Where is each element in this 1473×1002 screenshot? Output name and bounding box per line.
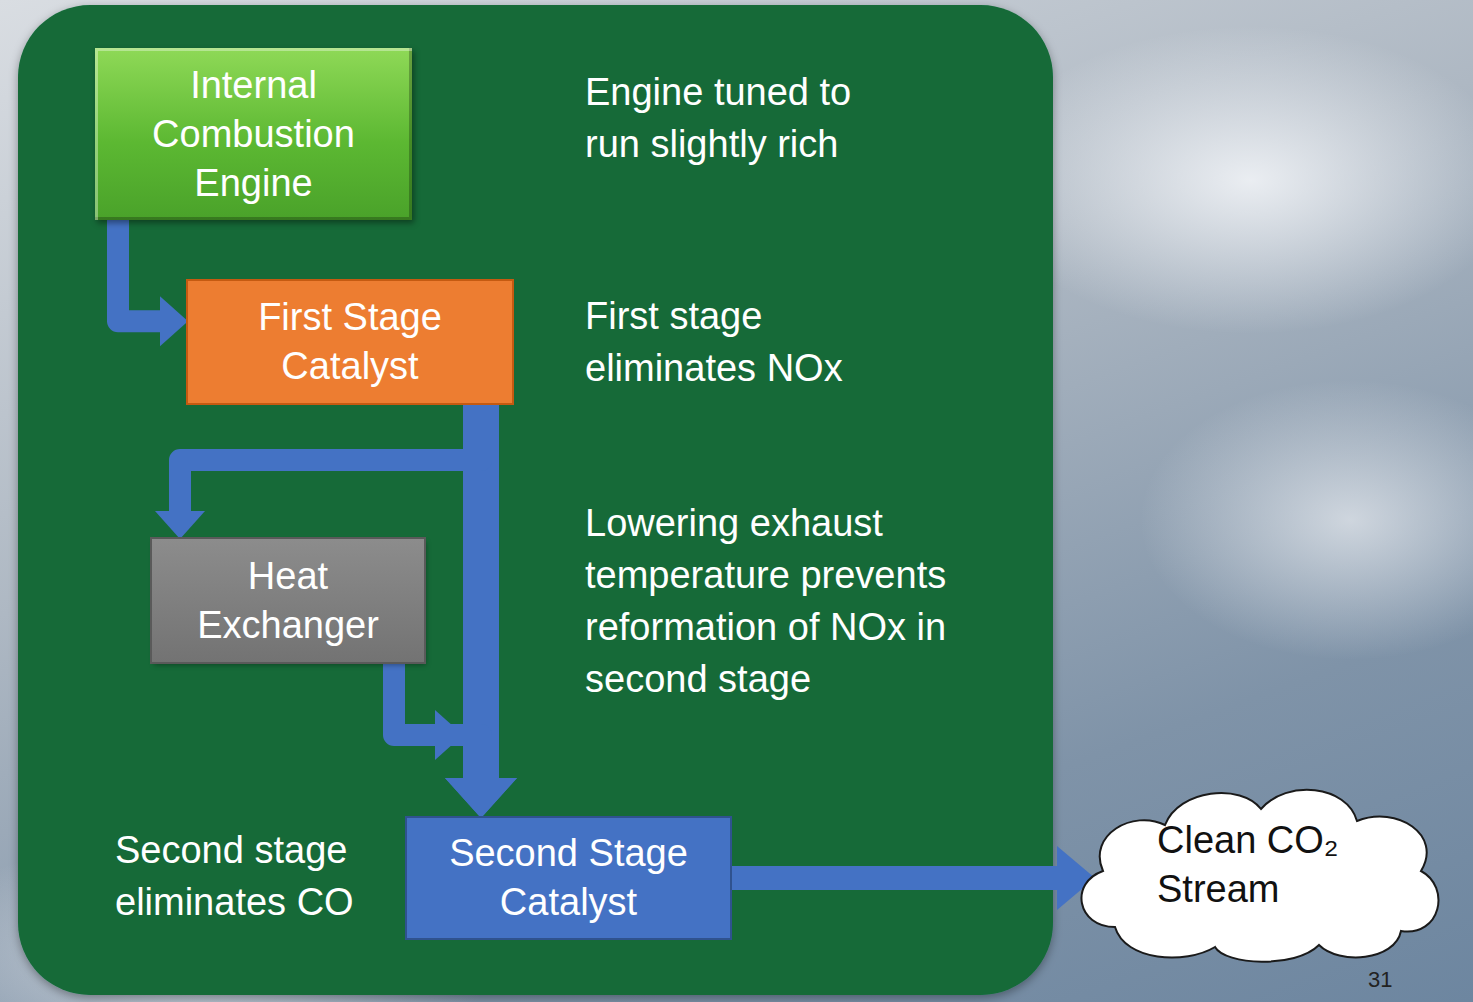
box-text: Second Stage Catalyst: [425, 829, 712, 927]
arrow-shaft: [180, 403, 481, 513]
note-text: Engine tuned to run slightly rich: [585, 66, 915, 170]
flow-arrow: [155, 403, 481, 539]
cloud-text: Clean CO₂ Stream: [1157, 816, 1357, 914]
arrowhead: [445, 778, 517, 818]
note-text: Second stage eliminates CO: [115, 824, 395, 928]
arrow-shaft: [730, 866, 1059, 890]
process-box: First Stage Catalyst: [188, 281, 512, 403]
arrowhead: [160, 296, 188, 346]
engine-box: Internal Combustion Engine: [95, 48, 412, 220]
arrowhead: [445, 778, 517, 818]
box-text: First Stage Catalyst: [206, 293, 494, 391]
flow-arrow: [730, 846, 1095, 910]
flow-arrow: [118, 220, 188, 346]
arrow-shaft: [118, 220, 162, 321]
flow-arrow: [394, 662, 517, 818]
cloud-shape: Clean CO₂ Stream: [1055, 765, 1455, 965]
merge-arrowhead: [435, 710, 463, 760]
note-text: Lowering exhaust temperature prevents re…: [585, 497, 1025, 705]
green-panel: [18, 5, 1053, 995]
process-box: Heat Exchanger: [152, 539, 424, 662]
box-text: Internal Combustion Engine: [113, 61, 394, 208]
page-number: 31: [1368, 966, 1428, 994]
process-box: Second Stage Catalyst: [407, 818, 730, 938]
note-text: First stage eliminates NOx: [585, 290, 915, 394]
arrow-shaft: [394, 662, 481, 780]
cloud-outline: [1055, 765, 1455, 965]
box-text: Heat Exchanger: [170, 552, 406, 650]
arrowhead: [155, 511, 205, 539]
